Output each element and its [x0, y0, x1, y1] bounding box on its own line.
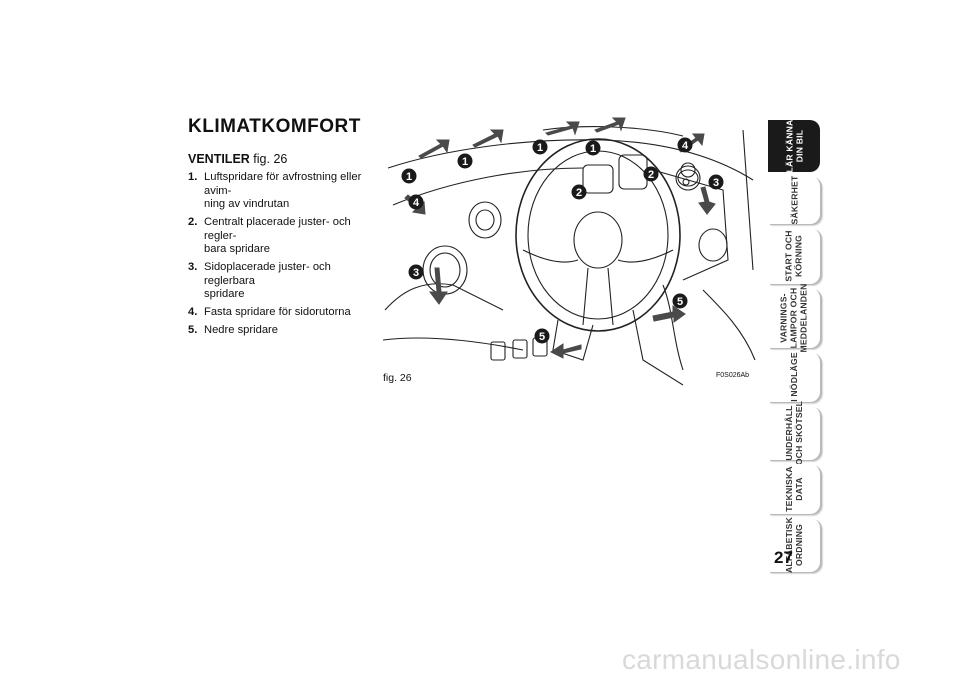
item-text: Luftspridare för avfrostning eller avim-…	[204, 171, 362, 211]
page-title: KLIMATKOMFORT	[188, 116, 361, 137]
list-item: 3. Sidoplacerade juster- och reglerbara s…	[188, 261, 370, 302]
tab-label: UNDERHÅLL OCH SKÖTSEL	[784, 400, 804, 466]
callout-1c: 1	[532, 139, 548, 155]
callout-5b: 5	[672, 293, 688, 309]
callout-label: 3	[713, 177, 719, 189]
watermark: carmanualsonline.info	[622, 644, 901, 675]
list-item: 4. Fasta spridare för sidorutorna	[188, 306, 370, 320]
tab-label: I NÖDLÄGE	[788, 352, 799, 402]
figure-code: F0S026Ab	[716, 372, 750, 379]
item-number: 4.	[188, 306, 198, 319]
callout-label: 2	[648, 169, 654, 181]
dashboard-drawing: 1 1 1 1 2 2 3 3 4 4 5 5	[383, 117, 756, 386]
callout-label: 4	[413, 197, 420, 209]
callout-4a: 4	[408, 194, 424, 210]
tab-lar-kanna-din-bil[interactable]: LÄR KÄNNA DIN BIL	[768, 120, 820, 172]
callout-label: 5	[677, 296, 683, 308]
list-item: 5. Nedre spridare	[188, 324, 370, 338]
tab-alfabetisk-ordning[interactable]: ALFABETISK ORDNING	[768, 517, 820, 573]
callout-label: 1	[590, 143, 596, 155]
tab-label: TEKNISKA DATA	[784, 466, 804, 512]
tab-sakerhet[interactable]: SÄKERHET	[768, 176, 820, 224]
item-number: 1.	[188, 171, 198, 183]
section-figref: fig. 26	[253, 152, 288, 166]
callout-label: 5	[539, 331, 545, 343]
vent-list: 1. Luftspridare för avfrostning eller avi…	[188, 171, 370, 342]
section-heading: VENTILER fig. 26	[188, 152, 287, 166]
callout-1a: 1	[401, 168, 417, 184]
tab-start-och-korning[interactable]: START OCH KÖRNING	[768, 228, 820, 284]
callout-3a: 3	[408, 264, 424, 280]
tab-label: START OCH KÖRNING	[783, 230, 804, 282]
item-text: Centralt placerade juster- och regler- b…	[204, 216, 351, 256]
item-number: 2.	[188, 216, 198, 229]
callout-2a: 2	[571, 184, 587, 200]
callout-label: 1	[462, 156, 468, 168]
dashboard-illustration: 1 1 1 1 2 2 3 3 4 4 5 5	[383, 110, 759, 388]
callout-3b: 3	[708, 174, 724, 190]
steering-wheel	[515, 138, 681, 332]
dashboard-top-line	[387, 139, 754, 181]
list-item: 2. Centralt placerade juster- och regler-…	[188, 216, 370, 257]
tab-varningslampor[interactable]: VARNINGS- LAMPOR OCH MEDDELANDEN	[768, 283, 820, 353]
tab-label: LÄR KÄNNA DIN BIL	[784, 119, 805, 173]
callout-label: 1	[537, 142, 543, 154]
list-item: 1. Luftspridare för avfrostning eller avi…	[188, 171, 370, 212]
tab-tekniska-data[interactable]: TEKNISKA DATA	[768, 464, 820, 514]
figure-caption: fig. 26	[383, 372, 412, 384]
callout-label: 2	[576, 187, 582, 199]
item-text: Sidoplacerade juster- och reglerbara spr…	[204, 261, 331, 301]
section-label: VENTILER	[188, 152, 250, 166]
callout-1d: 1	[585, 140, 601, 156]
item-number: 3.	[188, 261, 198, 274]
tab-underhall-och-skotsel[interactable]: UNDERHÅLL OCH SKÖTSEL	[768, 401, 820, 465]
callout-label: 1	[406, 171, 412, 183]
callout-label: 3	[413, 267, 419, 279]
callout-1b: 1	[457, 153, 473, 169]
callout-4b: 4	[677, 137, 693, 153]
page-number: 27	[774, 548, 793, 567]
tab-label: SÄKERHET	[789, 175, 799, 225]
tab-i-nodlage[interactable]: I NÖDLÄGE	[768, 352, 820, 402]
callout-5a: 5	[534, 328, 550, 344]
callout-label: 4	[682, 140, 689, 152]
item-number: 5.	[188, 324, 198, 337]
callout-2b: 2	[643, 166, 659, 182]
tab-label: VARNINGS- LAMPOR OCH MEDDELANDEN	[779, 283, 810, 353]
item-text: Nedre spridare	[204, 324, 278, 337]
item-text: Fasta spridare för sidorutorna	[204, 306, 351, 319]
